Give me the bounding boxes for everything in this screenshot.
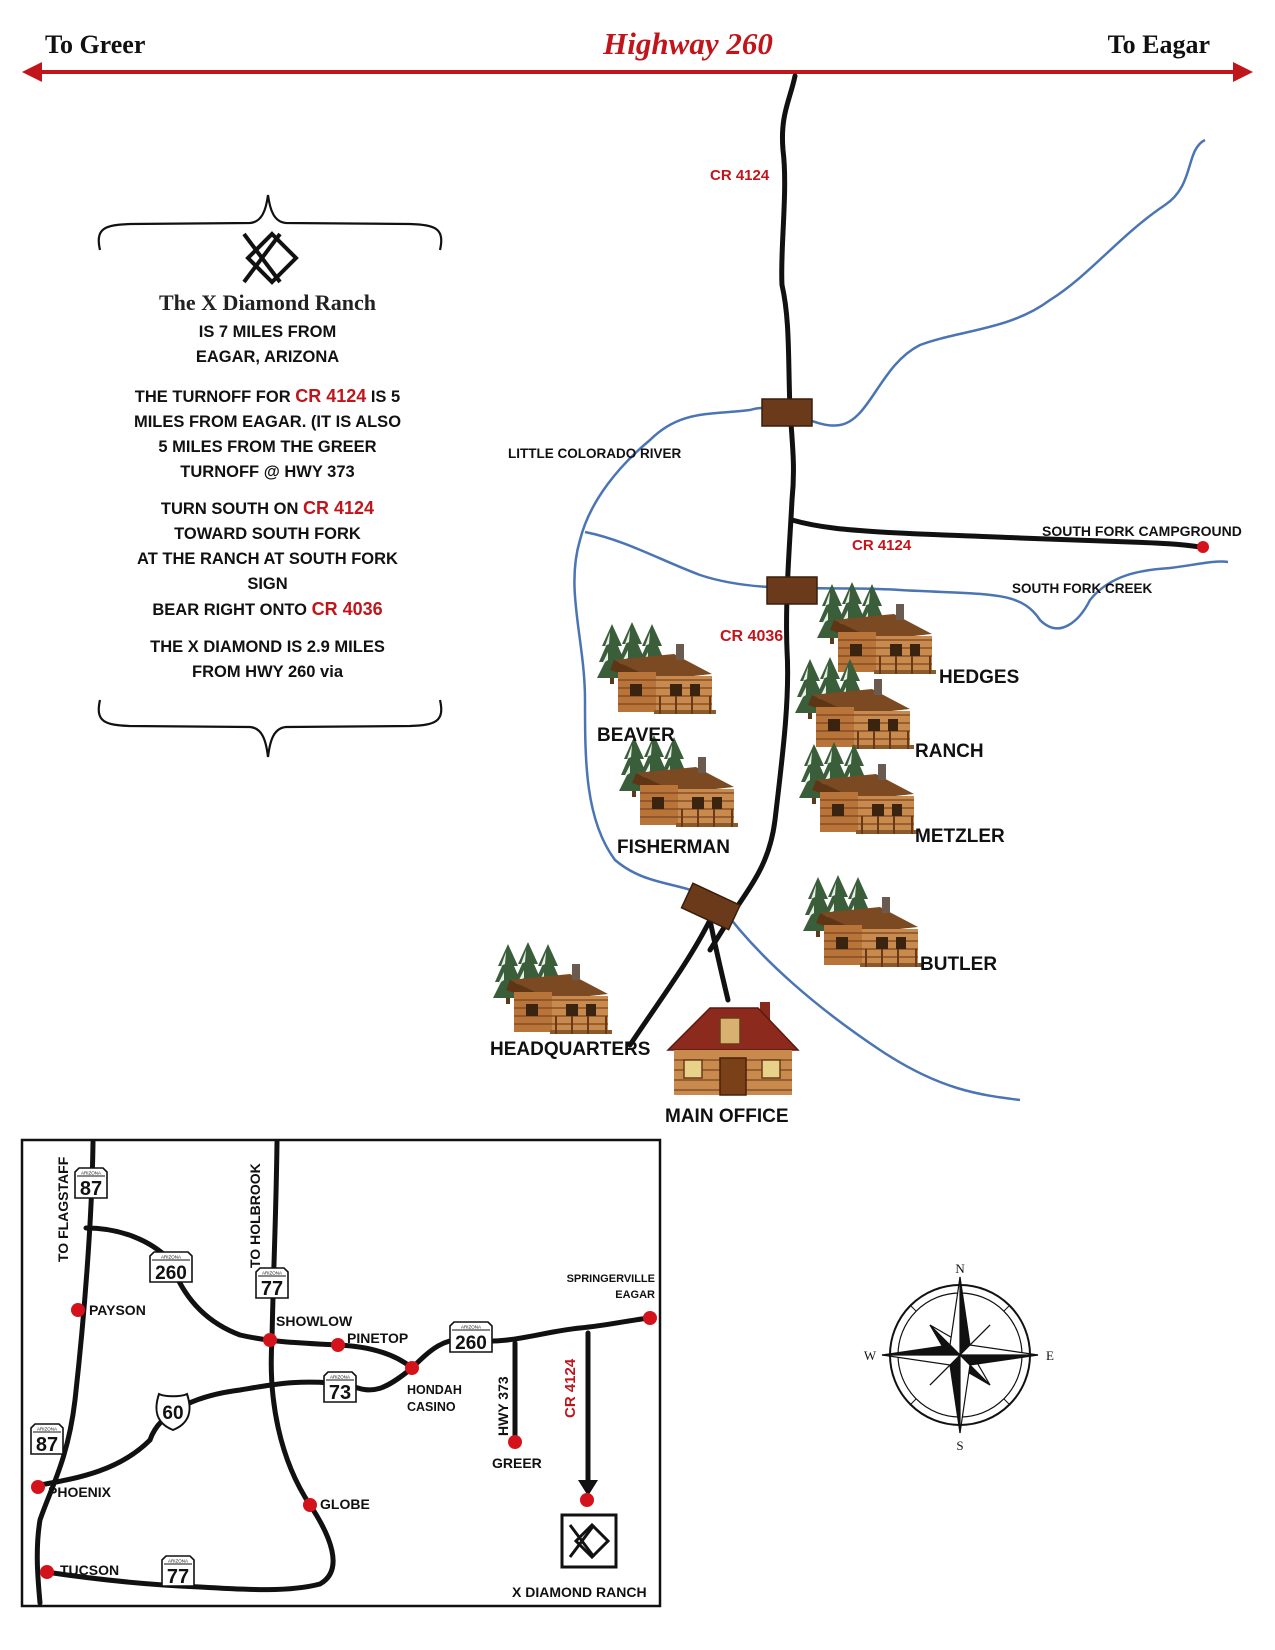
cr-4124-east-label: CR 4124: [852, 537, 912, 554]
shield-73-icon: ARIZONA 73: [323, 1371, 357, 1404]
svg-text:87: 87: [80, 1178, 102, 1200]
shield-us-60-icon: 60: [155, 1392, 191, 1432]
hwy-373-label: HWY 373: [495, 1376, 511, 1436]
inset-city-markers: [31, 1303, 657, 1579]
springerville-label: SPRINGERVILLE: [567, 1273, 655, 1285]
svg-text:73: 73: [329, 1382, 351, 1404]
turn-south-paragraph: TURN SOUTH ON CR 4124 TOWARD SOUTH FORK …: [137, 498, 398, 619]
payson-label: PAYSON: [89, 1302, 146, 1318]
little-colorado-river: [573, 138, 1206, 1102]
pinetop-label: PINETOP: [347, 1330, 408, 1346]
svg-text:ARIZONA: ARIZONA: [168, 1559, 188, 1564]
inset-roads: [34, 1139, 653, 1606]
cabin-butler-label: BUTLER: [920, 954, 997, 975]
shield-77-north-icon: ARIZONA 77: [255, 1267, 289, 1300]
turnoff-paragraph: THE TURNOFF FOR CR 4124 IS 5 MILES FROM …: [133, 386, 402, 481]
shield-87-south-icon: ARIZONA 87: [30, 1423, 64, 1456]
distance-paragraph: IS 7 MILES FROM EAGAR, ARIZONA: [195, 323, 340, 366]
cabin-metzler-icon: [799, 742, 918, 834]
hondah-label: HONDAH: [407, 1383, 462, 1397]
to-eagar-label: To Eagar: [1108, 30, 1210, 59]
cabin-beaver-icon: [597, 622, 716, 714]
svg-text:ARIZONA: ARIZONA: [37, 1427, 57, 1432]
svg-text:ARIZONA: ARIZONA: [262, 1271, 282, 1276]
ranch-title: The X Diamond Ranch: [159, 290, 376, 315]
svg-text:77: 77: [167, 1566, 189, 1588]
svg-text:260: 260: [155, 1263, 187, 1284]
cabin-butler-icon: [803, 875, 922, 967]
globe-label: GLOBE: [320, 1496, 370, 1512]
highway-title: Highway 260: [602, 26, 773, 61]
main-office-building-icon: [666, 1002, 800, 1096]
compass-n: N: [955, 1261, 965, 1276]
compass-s: S: [956, 1438, 963, 1453]
little-colorado-river-label: LITTLE COLORADO RIVER: [508, 446, 681, 461]
inset-ranch-logo-icon: [560, 1513, 618, 1569]
shield-77-south-icon: ARIZONA 77: [161, 1555, 195, 1588]
cabin-hedges-label: HEDGES: [939, 667, 1019, 688]
cr-4124-inset-label: CR 4124: [562, 1358, 579, 1418]
south-fork-campground-label: SOUTH FORK CAMPGROUND: [1042, 523, 1242, 539]
distance-via-paragraph: THE X DIAMOND IS 2.9 MILES FROM HWY 260 …: [150, 638, 385, 681]
cabin-beaver-label: BEAVER: [597, 725, 675, 746]
greer-label: GREER: [492, 1455, 542, 1471]
phoenix-label: PHOENIX: [48, 1484, 112, 1500]
tucson-label: TUCSON: [60, 1562, 119, 1578]
compass-rose-icon: N S E W: [864, 1261, 1054, 1453]
to-greer-label: To Greer: [45, 30, 145, 59]
cabin-headquarters-icon: [493, 942, 612, 1034]
shield-87-north-icon: ARIZONA 87: [74, 1167, 108, 1200]
cabin-fisherman-label: FISHERMAN: [617, 837, 730, 858]
shield-260-east-icon: ARIZONA 260: [449, 1321, 493, 1354]
bridge-middle: [766, 576, 818, 605]
cr-4124-road: [627, 73, 1203, 1048]
south-fork-creek-label: SOUTH FORK CREEK: [1012, 581, 1153, 596]
main-office-label: MAIN OFFICE: [665, 1106, 789, 1127]
svg-text:260: 260: [455, 1333, 487, 1354]
casino-label: CASINO: [407, 1400, 456, 1414]
svg-text:ARIZONA: ARIZONA: [330, 1375, 350, 1380]
eagar-label: EAGAR: [615, 1289, 655, 1301]
bridge-south: [680, 882, 742, 931]
cr-4036-label: CR 4036: [720, 628, 783, 645]
cabin-fisherman-icon: [619, 735, 738, 827]
svg-text:87: 87: [36, 1434, 58, 1456]
cabin-headquarters-label: HEADQUARTERS: [490, 1039, 650, 1060]
svg-text:ARIZONA: ARIZONA: [81, 1171, 101, 1176]
x-diamond-logo-icon: [242, 231, 299, 285]
svg-text:60: 60: [162, 1403, 183, 1424]
cabin-hedges-icon: [817, 582, 936, 674]
svg-text:77: 77: [261, 1278, 283, 1300]
cabin-metzler-label: METZLER: [915, 826, 1005, 847]
to-holbrook-label: TO HOLBROOK: [247, 1163, 263, 1268]
showlow-label: SHOWLOW: [276, 1313, 353, 1329]
compass-e: E: [1046, 1348, 1054, 1363]
south-fork-campground-marker: [1197, 541, 1209, 553]
south-fork-creek: [584, 530, 1229, 630]
x-diamond-ranch-label: X DIAMOND RANCH: [512, 1584, 647, 1600]
svg-text:ARIZONA: ARIZONA: [461, 1325, 481, 1330]
cabin-ranch-label: RANCH: [915, 741, 984, 762]
bridge-north: [761, 398, 813, 427]
highway-260-arrow: [22, 62, 1253, 82]
directions-info-box: The X Diamond Ranch IS 7 MILES FROM EAGA…: [95, 190, 440, 730]
shield-260-west-icon: ARIZONA 260: [149, 1251, 193, 1284]
compass-w: W: [864, 1348, 877, 1363]
to-flagstaff-label: TO FLAGSTAFF: [55, 1156, 71, 1262]
info-box-braces: [97, 194, 443, 758]
svg-text:ARIZONA: ARIZONA: [161, 1255, 181, 1260]
inset-arrow-icon: [578, 1480, 598, 1496]
cr-4124-north-label: CR 4124: [710, 167, 770, 184]
